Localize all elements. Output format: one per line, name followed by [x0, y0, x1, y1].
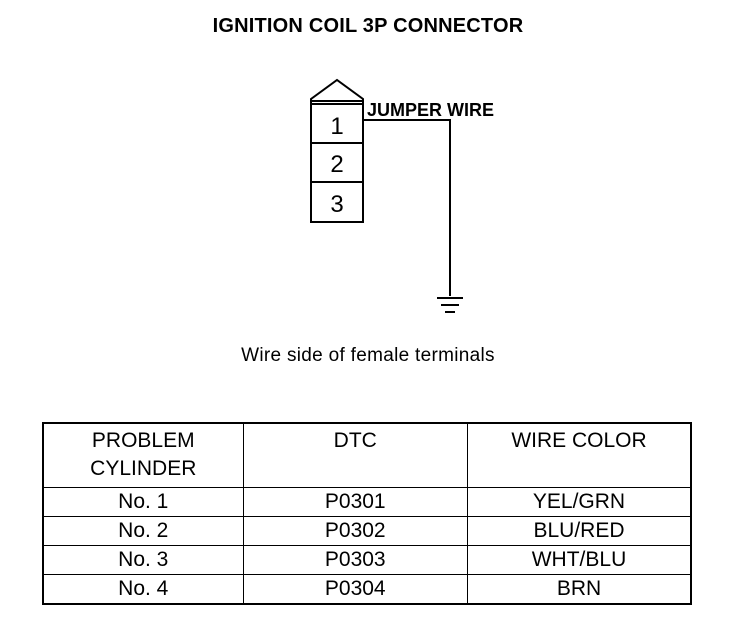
terminal-1-label: 1	[330, 113, 343, 140]
header-problem-line1: PROBLEM	[91, 429, 195, 452]
cell-wire-color: WHT/BLU	[466, 545, 692, 575]
table-row: No. 1 P0301 YEL/GRN	[42, 487, 692, 517]
cell-cylinder: No. 3	[42, 545, 244, 575]
cell-dtc: P0302	[242, 516, 468, 546]
table-row: No. 3 P0303 WHT/BLU	[42, 545, 692, 575]
jumper-wire-label: JUMPER WIRE	[367, 100, 494, 120]
header-dtc: DTC	[242, 422, 468, 488]
table-header-row: PROBLEM CYLINDER DTC WIRE COLOR	[42, 422, 692, 488]
terminal-3-cavity	[310, 181, 364, 223]
cell-dtc: P0304	[242, 574, 468, 605]
table-row: No. 2 P0302 BLU/RED	[42, 516, 692, 546]
connector-3p	[310, 78, 364, 223]
cell-dtc: P0303	[242, 545, 468, 575]
header-wire-color: WIRE COLOR	[466, 422, 692, 488]
connector-diagram: 1 2 3 JUMPER WIRE	[310, 78, 494, 313]
cell-dtc: P0301	[242, 487, 468, 517]
cell-cylinder: No. 1	[42, 487, 244, 517]
header-problem-cylinder: PROBLEM CYLINDER	[42, 422, 244, 488]
diagram-title: IGNITION COIL 3P CONNECTOR	[212, 15, 524, 37]
ground-icon	[437, 297, 463, 313]
cell-wire-color: BLU/RED	[466, 516, 692, 546]
terminal-3-label: 3	[330, 191, 343, 218]
dtc-table: PROBLEM CYLINDER DTC WIRE COLOR No. 1 P0…	[42, 422, 692, 605]
terminal-2-label: 2	[330, 151, 343, 178]
cell-wire-color: YEL/GRN	[466, 487, 692, 517]
jumper-wire	[363, 119, 451, 296]
header-problem-line2: CYLINDER	[90, 457, 197, 480]
diagram-caption: Wire side of female terminals	[241, 345, 495, 366]
cell-wire-color: BRN	[466, 574, 692, 605]
cell-cylinder: No. 4	[42, 574, 244, 605]
cell-cylinder: No. 2	[42, 516, 244, 546]
table-row: No. 4 P0304 BRN	[42, 574, 692, 605]
